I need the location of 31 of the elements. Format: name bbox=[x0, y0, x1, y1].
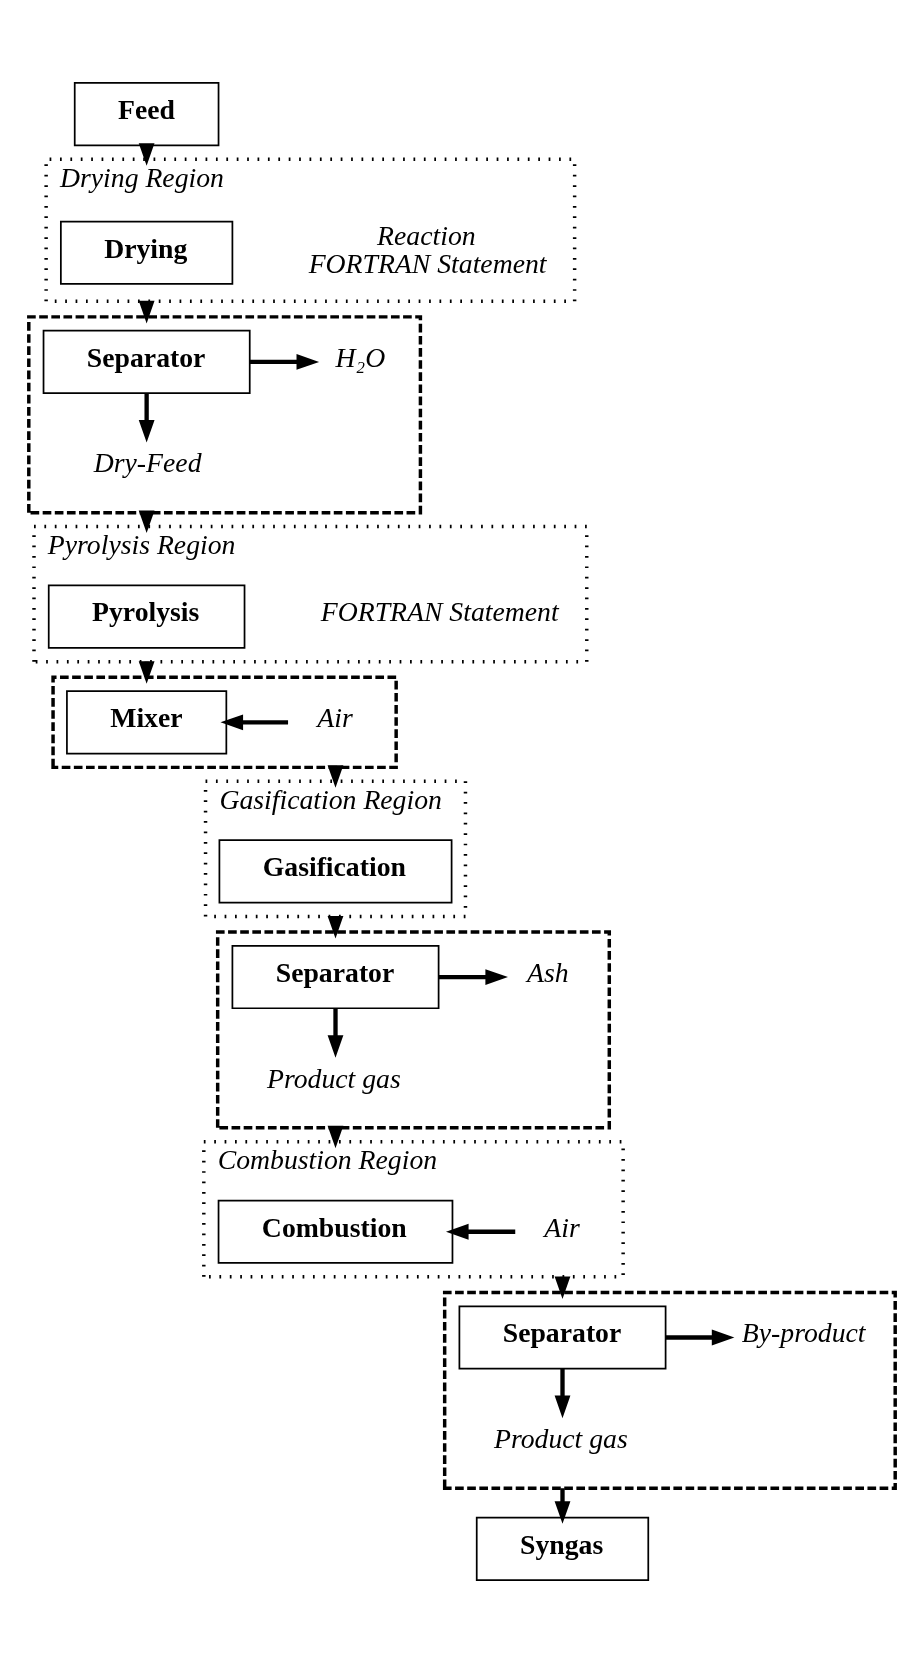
node-box: Separator bbox=[42, 329, 251, 394]
cluster bbox=[51, 675, 398, 770]
node-box: Combustion bbox=[217, 1199, 454, 1264]
arrow bbox=[554, 1488, 571, 1524]
arrow bbox=[554, 1368, 571, 1419]
node-label: FORTRAN Statement bbox=[320, 596, 559, 628]
arrow bbox=[446, 1223, 516, 1240]
arrow bbox=[138, 393, 155, 443]
node-box: Pyrolysis bbox=[47, 584, 246, 649]
node-box: Separator bbox=[231, 945, 440, 1010]
node-text: By-product bbox=[741, 1317, 866, 1349]
node-box: Drying bbox=[60, 220, 234, 285]
node-box: Syngas bbox=[475, 1516, 650, 1581]
node-box: Separator bbox=[458, 1305, 667, 1370]
node-box: Mixer bbox=[66, 690, 228, 755]
node-text: H₂O bbox=[335, 341, 386, 373]
arrow bbox=[249, 354, 320, 370]
arrow bbox=[327, 1008, 344, 1058]
cluster bbox=[27, 315, 423, 515]
cluster bbox=[215, 930, 612, 1130]
node-text: Dry-Feed bbox=[93, 447, 202, 479]
arrow bbox=[438, 969, 508, 985]
node-text: Air bbox=[317, 702, 353, 734]
node-text: Ash bbox=[526, 956, 569, 988]
node-text: Product gas bbox=[494, 1423, 628, 1455]
node-box: Gasification bbox=[218, 839, 453, 904]
cluster bbox=[442, 1290, 897, 1490]
arrow bbox=[665, 1329, 735, 1346]
arrow bbox=[220, 714, 289, 731]
node-text: Air bbox=[544, 1211, 580, 1243]
node-text: Product gas bbox=[267, 1062, 401, 1094]
